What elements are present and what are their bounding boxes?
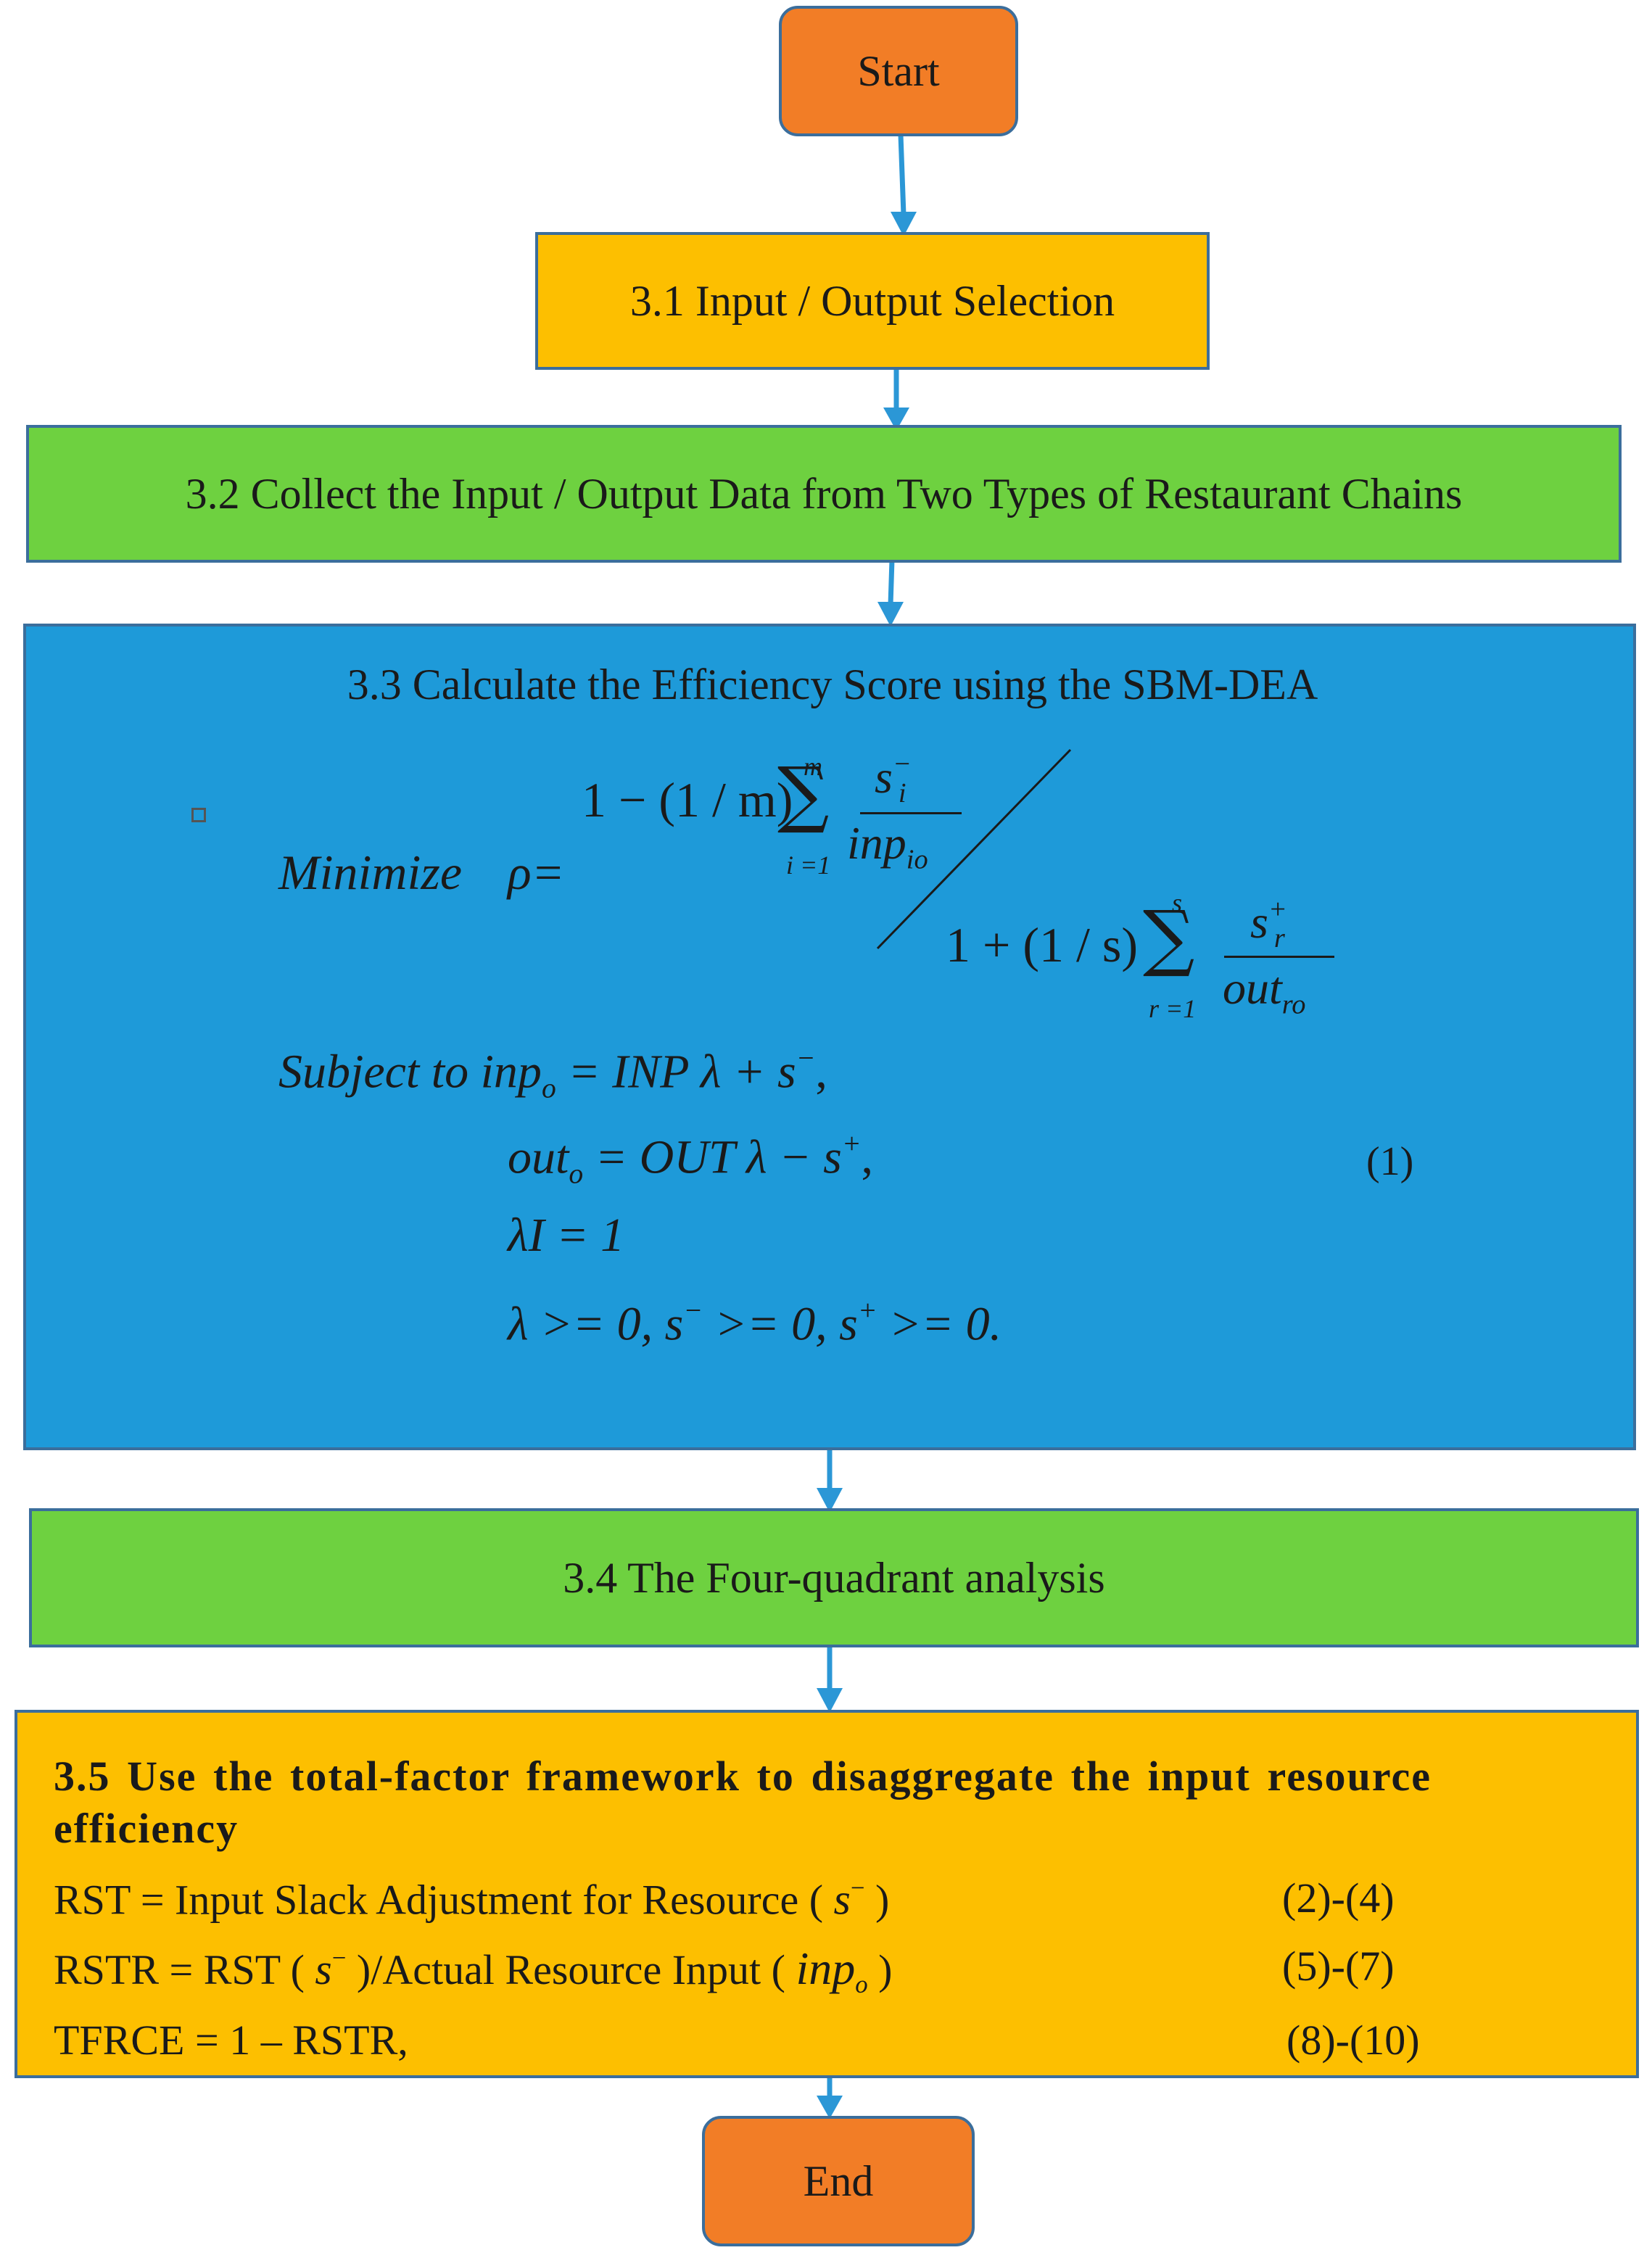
- sum-upper-numerator: m: [804, 752, 822, 781]
- numerator-fraction-bar: [860, 812, 962, 814]
- definition-ref-rstr: (5)-(7): [1282, 1943, 1395, 1990]
- step-3-5-box: 3.5 Use the total-factor framework to di…: [15, 1710, 1639, 2078]
- diagonal-fraction-line: [876, 748, 1072, 950]
- small-square-marker: [191, 808, 206, 822]
- step-3-5-title: 3.5 Use the total-factor framework to di…: [54, 1753, 1432, 1852]
- sum-symbol-denominator: ∑: [1143, 895, 1195, 980]
- constraint-2: outo = OUT λ − s+,: [508, 1128, 874, 1190]
- definition-row-rstr: RSTR = RST ( s− )/Actual Resource Input …: [54, 1943, 893, 1999]
- numerator-frac-top: s−i: [875, 749, 912, 809]
- arrow-3-1-to-3-2: [883, 367, 909, 431]
- constraint-4: λ >= 0, s− >= 0, s+ >= 0.: [508, 1294, 1002, 1351]
- denominator-lead: 1 + (1 / s): [946, 917, 1138, 972]
- start-terminal: Start: [779, 6, 1018, 136]
- equation-number: (1): [1366, 1139, 1414, 1184]
- denominator-fraction-bar: [1224, 956, 1334, 958]
- step-3-2-box: 3.2 Collect the Input / Output Data from…: [26, 425, 1622, 563]
- arrow-3-2-to-3-3: [877, 559, 904, 626]
- definition-ref-tfrce: (8)-(10): [1287, 2017, 1420, 2064]
- step-3-4-label: 3.4 The Four-quadrant analysis: [563, 1553, 1105, 1602]
- rho-equals: ρ=: [508, 845, 565, 900]
- definition-row-rst: RST = Input Slack Adjustment for Resourc…: [54, 1874, 890, 1924]
- arrow-3-3-to-3-4: [817, 1449, 843, 1513]
- arrow-3-4-to-3-5: [817, 1646, 843, 1713]
- step-3-1-box: 3.1 Input / Output Selection: [535, 232, 1210, 370]
- start-label: Start: [857, 46, 940, 95]
- step-3-3-box: 3.3 Calculate the Efficiency Score using…: [23, 624, 1636, 1450]
- numerator-frac-bottom: inpio: [847, 817, 928, 875]
- step-3-1-label: 3.1 Input / Output Selection: [629, 276, 1115, 325]
- constraint-3: λI = 1: [508, 1209, 625, 1262]
- sum-symbol-numerator: ∑: [777, 751, 830, 836]
- end-terminal: End: [702, 2116, 975, 2246]
- step-3-4-box: 3.4 The Four-quadrant analysis: [29, 1508, 1639, 1647]
- denominator-frac-top: s+r: [1250, 894, 1287, 954]
- constraint-1: Subject to inpo = INP λ + s−,: [278, 1042, 827, 1104]
- end-label: End: [803, 2156, 874, 2205]
- step-3-2-label: 3.2 Collect the Input / Output Data from…: [185, 469, 1463, 518]
- step-3-3-title: 3.3 Calculate the Efficiency Score using…: [347, 661, 1318, 708]
- minimize-label: Minimize: [278, 845, 463, 900]
- denominator-frac-bottom: outro: [1223, 962, 1306, 1020]
- arrow-3-5-to-end: [817, 2075, 843, 2119]
- arrow-start-to-3-1: [891, 134, 917, 236]
- sum-lower-denominator: r =1: [1149, 994, 1197, 1023]
- definition-row-tfrce: TFRCE = 1 – RSTR,: [54, 2017, 408, 2064]
- numerator-lead: 1 − (1 / m): [582, 772, 793, 827]
- sum-lower-numerator: i =1: [786, 851, 831, 880]
- definition-ref-rst: (2)-(4): [1282, 1874, 1395, 1922]
- sum-upper-denominator: s: [1172, 888, 1183, 917]
